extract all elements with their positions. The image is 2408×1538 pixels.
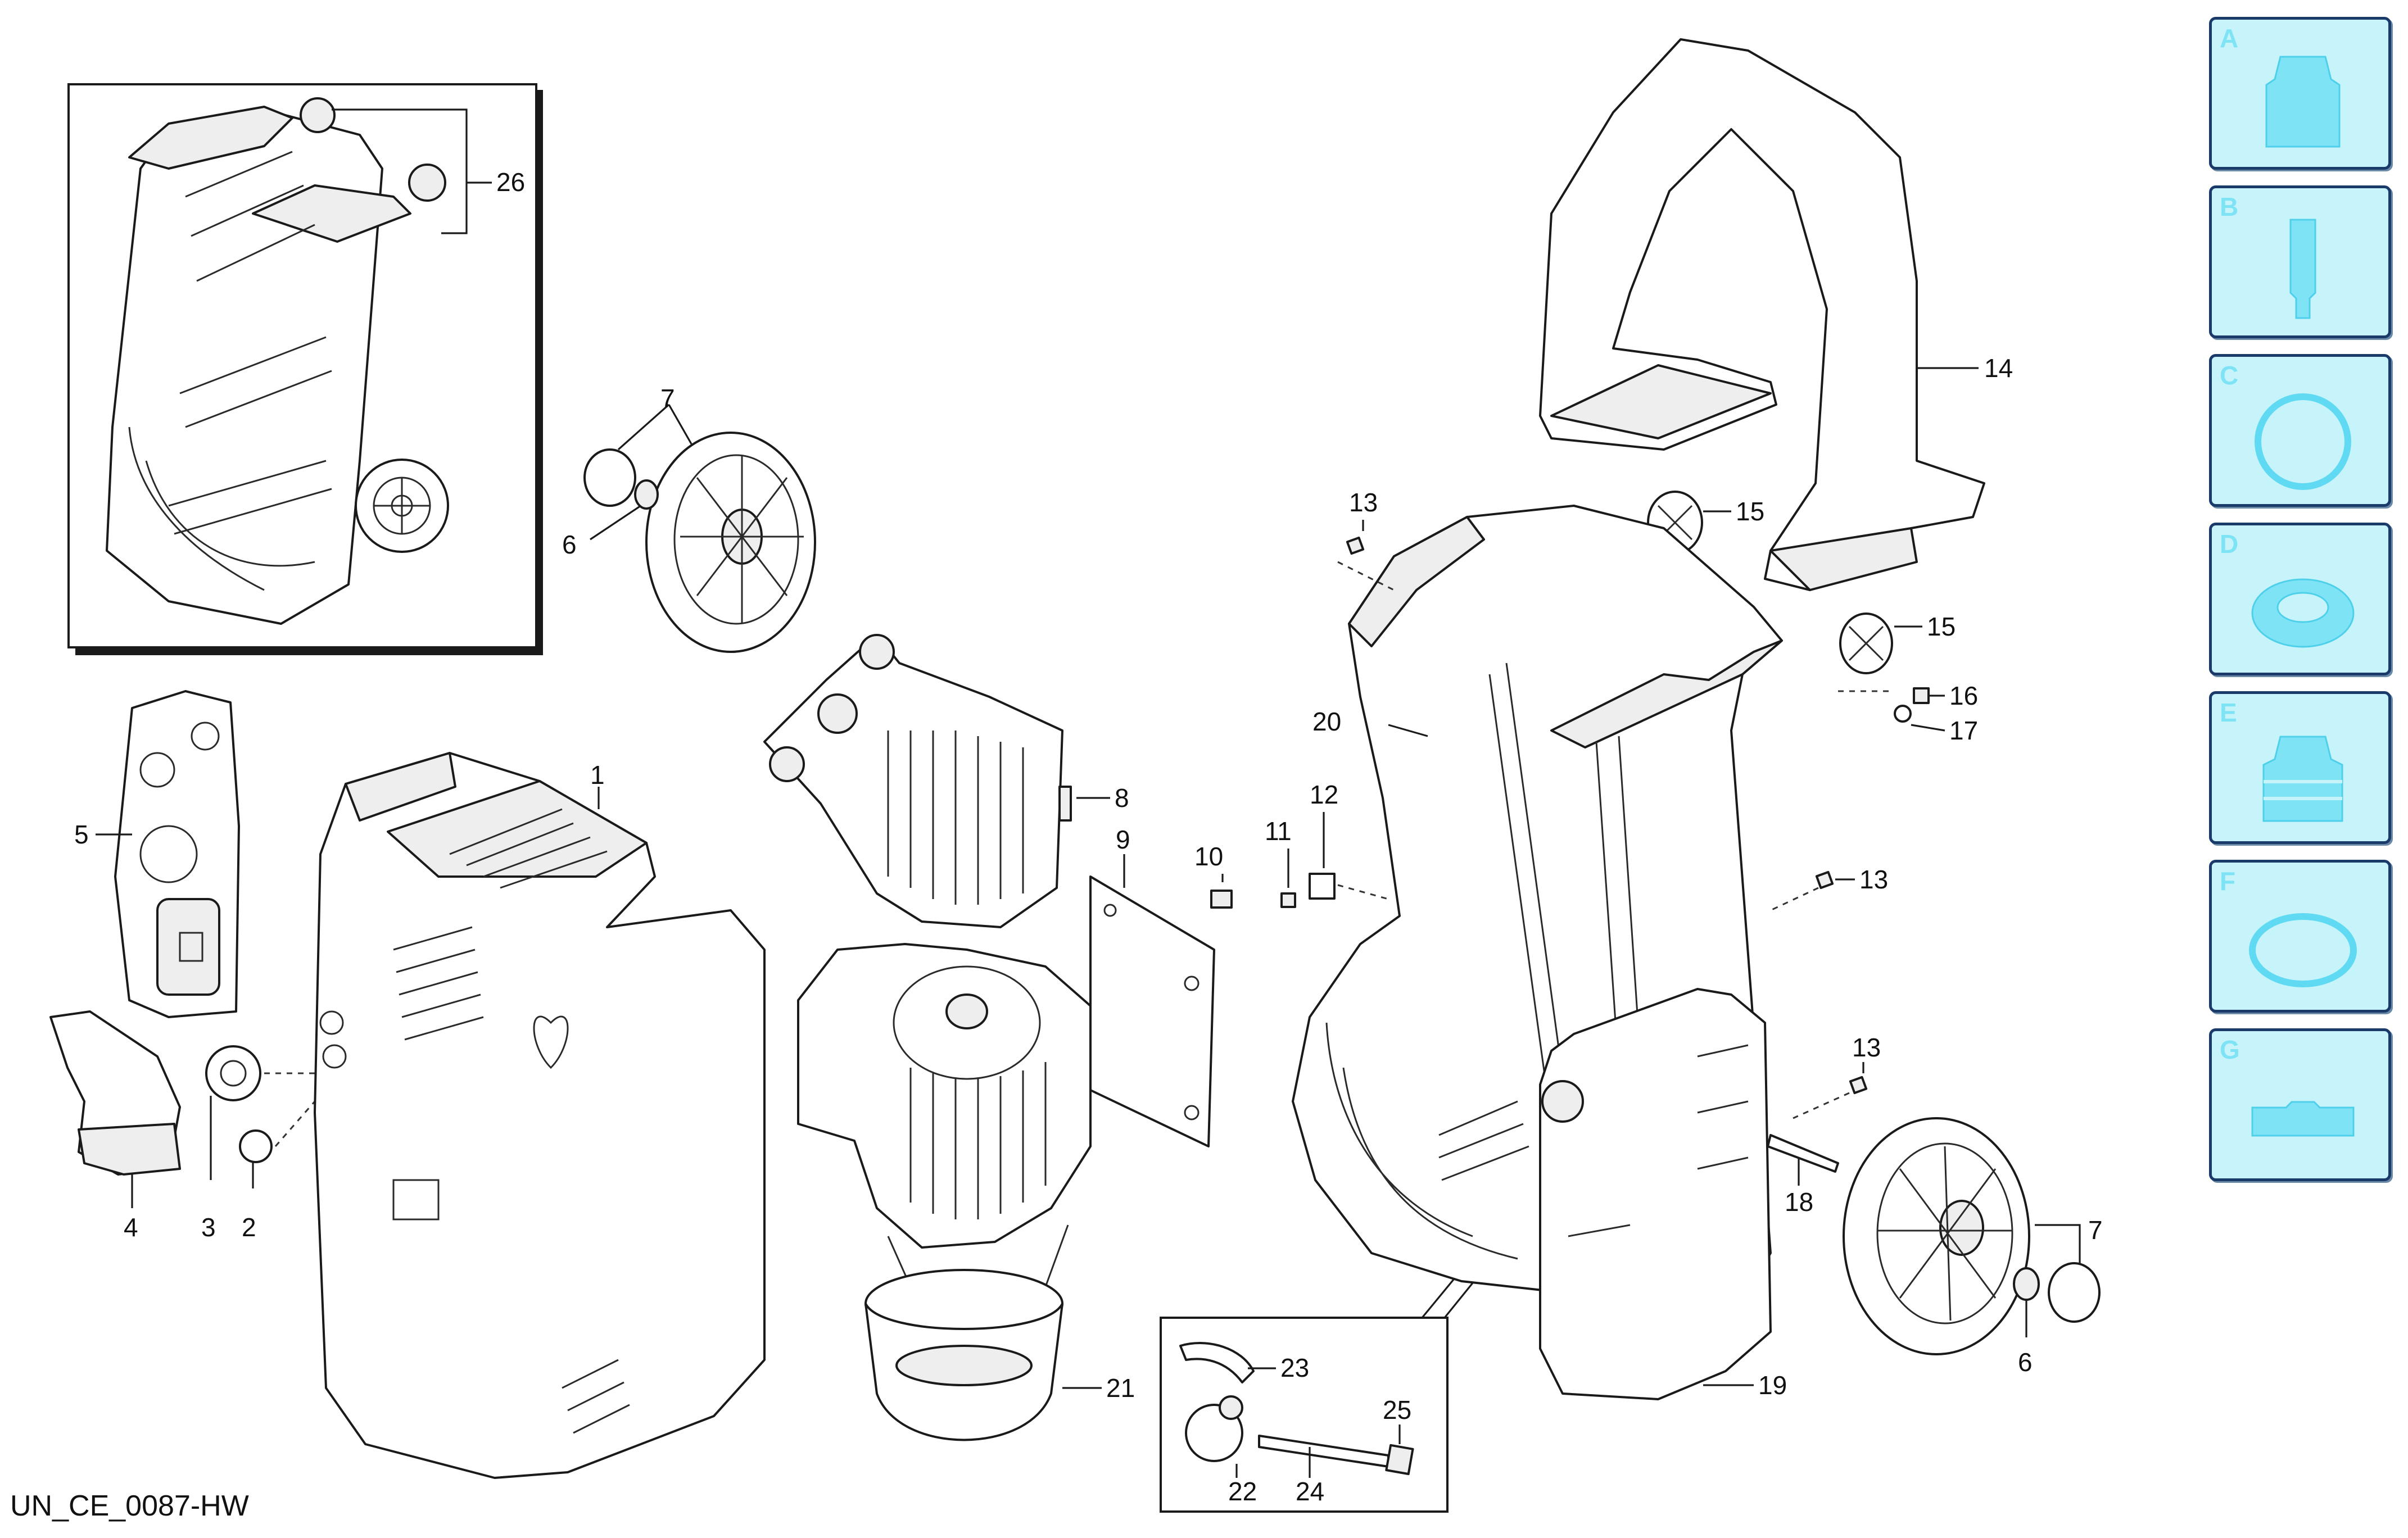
callout-6-right: 6 xyxy=(2018,1348,2033,1377)
callout-13-top: 13 xyxy=(1349,488,1378,517)
part-axle: 18 xyxy=(1767,1134,1839,1217)
part-main-housing: 1 xyxy=(314,752,766,1479)
category-letter: D xyxy=(2220,529,2239,559)
callout-18: 18 xyxy=(1785,1187,1813,1217)
callout-10: 10 xyxy=(1194,842,1223,871)
seal-icon xyxy=(2251,578,2355,648)
part-screw-washer: 16 17 xyxy=(1838,681,1978,745)
category-card-a[interactable]: A xyxy=(2209,17,2391,170)
diagram-code: UN_CE_0087-HW xyxy=(10,1490,249,1522)
part-motor xyxy=(797,943,1092,1288)
part-wheel-left: 7 6 xyxy=(562,384,816,653)
callout-26: 26 xyxy=(496,167,525,197)
part-switch-knob: 3 2 xyxy=(201,1045,316,1242)
callout-15-right: 15 xyxy=(1927,612,1956,641)
plate-icon xyxy=(2251,1101,2355,1137)
category-letter: G xyxy=(2220,1035,2240,1064)
part-pump-head xyxy=(763,634,1063,928)
category-letter: B xyxy=(2220,192,2239,221)
category-letter: E xyxy=(2220,698,2237,727)
parts-category-sidebar: A B C D E F G xyxy=(2209,17,2400,1197)
category-card-c[interactable]: C xyxy=(2209,354,2391,507)
callout-4: 4 xyxy=(124,1213,138,1242)
callout-8: 8 xyxy=(1115,783,1129,813)
part-handle: 14 xyxy=(1539,38,2013,591)
category-card-g[interactable]: G xyxy=(2209,1028,2391,1181)
callout-12: 12 xyxy=(1310,780,1338,809)
lance-icon xyxy=(2289,219,2316,319)
callout-13-bottom: 13 xyxy=(1852,1033,1881,1062)
callout-3: 3 xyxy=(201,1213,216,1242)
callout-24: 24 xyxy=(1296,1477,1324,1506)
callout-20: 20 xyxy=(1312,707,1341,736)
callout-7-left: 7 xyxy=(660,384,675,413)
category-letter: C xyxy=(2220,361,2239,390)
callout-22: 22 xyxy=(1228,1477,1257,1506)
inset-frame-assembly: 26 xyxy=(67,83,543,655)
exploded-parts-diagram: 26 5 4 3 2 xyxy=(49,38,2103,1513)
part-switch-11-12: 11 12 xyxy=(1265,780,1389,908)
category-card-e[interactable]: E xyxy=(2209,691,2391,844)
callout-1: 1 xyxy=(590,760,605,790)
callout-7-right: 7 xyxy=(2088,1215,2103,1245)
part-wheel-right: 7 6 xyxy=(1843,1117,2103,1377)
part-front-cover: 19 xyxy=(1539,988,1787,1400)
ring-icon xyxy=(2255,393,2351,490)
callout-9: 9 xyxy=(1116,825,1130,854)
callout-17: 17 xyxy=(1949,716,1978,745)
callout-5: 5 xyxy=(74,820,89,849)
bellows-icon xyxy=(2262,736,2343,822)
callout-6-left: 6 xyxy=(562,530,577,559)
part-screws-13: 13 13 13 xyxy=(1337,488,1888,1119)
callout-25: 25 xyxy=(1383,1395,1411,1424)
callout-15-top: 15 xyxy=(1736,497,1764,526)
category-card-d[interactable]: D xyxy=(2209,523,2391,675)
category-card-b[interactable]: B xyxy=(2209,185,2391,338)
callout-21: 21 xyxy=(1106,1373,1135,1403)
part-hook-bracket: 4 xyxy=(49,1010,181,1242)
detail-box-hose-assembly: 23 22 24 25 xyxy=(1160,1173,1552,1513)
callout-19: 19 xyxy=(1758,1371,1787,1400)
callout-13-middle: 13 xyxy=(1859,865,1888,894)
category-letter: F xyxy=(2220,866,2236,896)
callout-11: 11 xyxy=(1265,816,1292,846)
callout-16: 16 xyxy=(1949,681,1978,710)
category-card-f[interactable]: F xyxy=(2209,860,2391,1013)
part-back-panel: 5 xyxy=(74,690,240,1018)
category-letter: A xyxy=(2220,24,2239,53)
callout-2: 2 xyxy=(242,1213,256,1242)
callout-23: 23 xyxy=(1280,1353,1309,1382)
nozzle-icon xyxy=(2265,56,2341,148)
callout-14: 14 xyxy=(1984,353,2013,383)
part-filter-basket: 21 xyxy=(864,1269,1135,1441)
o-ring-icon xyxy=(2249,913,2357,987)
